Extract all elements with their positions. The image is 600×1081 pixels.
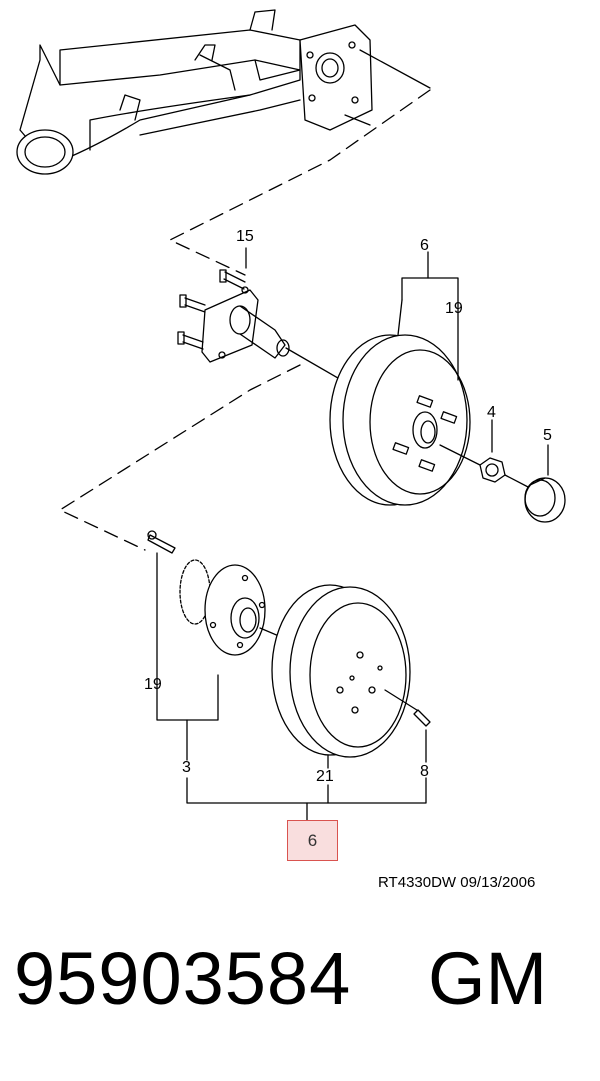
callout-8: 8 [420, 763, 429, 780]
drawing-code: RT4330DW 09/13/2006 [378, 874, 536, 891]
exploded-parts-diagram: 15 6 19 4 5 19 3 21 8 [16, 9, 566, 821]
callout-15: 15 [236, 228, 254, 245]
stub-axle [177, 269, 351, 386]
highlighted-assembly-callout[interactable]: 6 [287, 820, 338, 861]
lower-brake-drum [271, 584, 431, 758]
callout-19-bottom: 19 [144, 676, 162, 693]
leader-lines [156, 247, 549, 821]
callout-4: 4 [487, 404, 496, 421]
hub-nut [479, 457, 531, 489]
guide-lines [59, 89, 431, 551]
callout-19-top: 19 [445, 300, 463, 317]
highlighted-callout-label: 6 [307, 830, 318, 850]
dust-cap [524, 477, 566, 523]
callout-5: 5 [543, 427, 552, 444]
rear-axle-beam [16, 9, 431, 175]
callout-6-top: 6 [420, 237, 429, 254]
brand-name: GM [428, 937, 548, 1020]
callout-21: 21 [316, 768, 334, 785]
upper-brake-drum [329, 334, 491, 506]
part-number: 95903584 [14, 937, 352, 1020]
hub-bearing [147, 530, 301, 656]
callout-3: 3 [182, 759, 191, 776]
